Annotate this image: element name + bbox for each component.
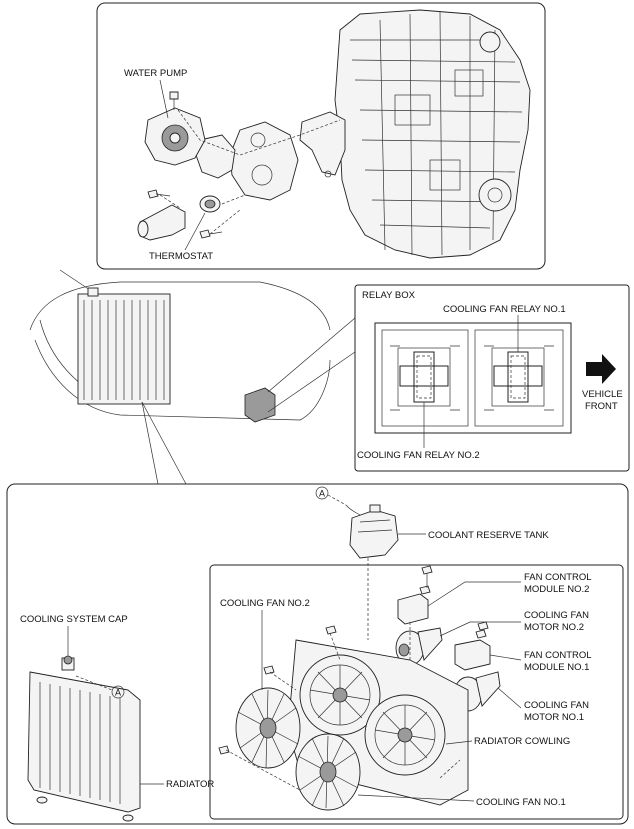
cooling-fan-relay-2 [390,345,460,411]
front-label: FRONT [585,401,618,412]
coolant-reserve-tank-illustration [349,504,399,559]
radiator-cowling-label: RADIATOR COWLING [474,736,570,747]
coolant-reserve-tank-label: COOLANT RESERVE TANK [428,530,549,541]
ref-a-bottom: A [115,688,121,698]
cooling-fan-1-label: COOLING FAN NO.1 [476,797,566,808]
vehicle-front-illustration [29,269,331,423]
arrow-right-icon [586,354,616,384]
cooling-fan-1-illustration [295,733,361,811]
relay-box-label: RELAY BOX [362,290,416,301]
cooling-fan-motor-2-label-l2: MOTOR NO.2 [524,622,584,633]
water-pump-label: WATER PUMP [124,68,187,79]
cooling-fan-relay-1-label: COOLING FAN RELAY NO.1 [443,304,566,315]
thermostat-illustration [199,195,221,213]
fan-control-module-1-illustration [454,629,491,671]
cooling-fan-relay-2-label: COOLING FAN RELAY NO.2 [357,450,480,461]
fan-control-module-2-label-l2: MODULE NO.2 [524,584,589,595]
cooling-fan-motor-1-label-l1: COOLING FAN [524,700,589,711]
relay-box-panel: RELAY BOX COOLING FAN RELAY NO.1 COOLING… [354,284,630,472]
fan-control-module-1-label-l2: MODULE NO.1 [524,662,589,673]
fan-control-module-2-illustration [397,585,431,625]
fan-control-module-1-label-l1: FAN CONTROL [524,650,592,661]
radiator-illustration [27,655,141,822]
cooling-components-panel: A COOLANT RESERVE TANK FAN CONTROL MODUL… [6,483,629,825]
cooling-system-cap-label: COOLING SYSTEM CAP [20,614,128,625]
engine-panel: WATER PUMP THERMOSTAT [96,2,546,270]
cooling-fan-2-label: COOLING FAN NO.2 [220,598,310,609]
engine-block-illustration [334,9,531,259]
thermostat-label: THERMOSTAT [149,251,213,262]
ref-a-top: A [319,489,325,499]
cooling-fan-relay-1 [484,345,554,411]
cooling-fan-motor-1-label-l2: MOTOR NO.1 [524,712,584,723]
water-pump-illustration [144,107,206,166]
vehicle-label: VEHICLE [582,389,623,400]
fan-control-module-2-label-l1: FAN CONTROL [524,572,592,583]
cooling-fan-motor-2-label-l1: COOLING FAN [524,610,589,621]
cooling-fan-2-illustration [235,687,301,769]
radiator-label: RADIATOR [166,779,214,790]
